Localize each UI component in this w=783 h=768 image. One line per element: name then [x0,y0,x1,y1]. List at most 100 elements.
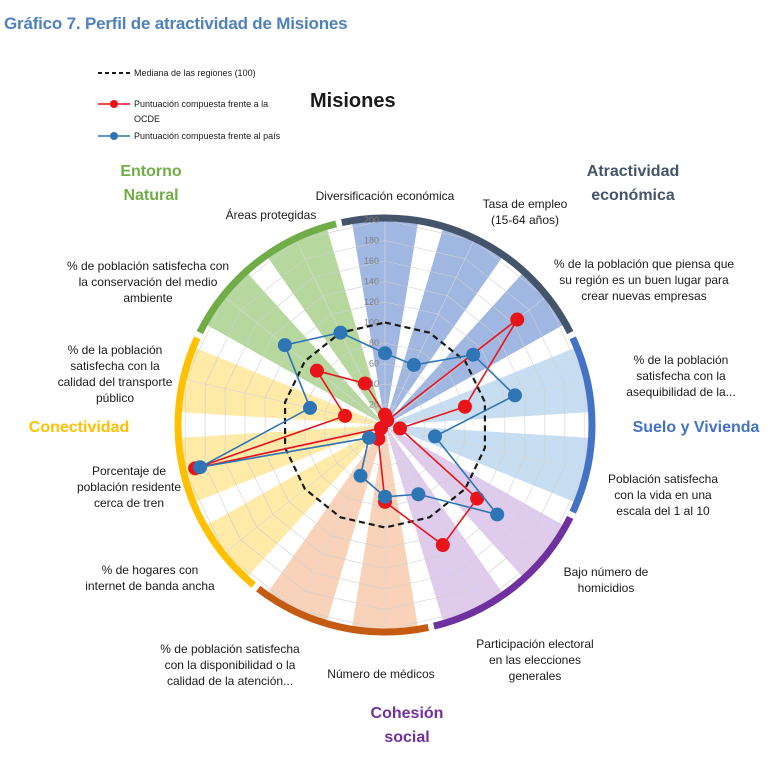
group-ring-arc [569,336,596,514]
category-band [388,347,590,425]
data-series [188,312,525,553]
series-point [510,312,525,327]
grid-spoke [384,379,585,426]
series-point [309,363,324,378]
category-band [386,228,503,422]
group-ring-arc [256,585,429,636]
spoke-label-line: escala del 1 al 10 [616,504,710,518]
group-ring-arc [433,515,574,630]
spoke-label-line: % de población satisfecha [160,642,300,656]
spoke-label: Tasa de empleo (15-64 años) [470,196,580,228]
spoke-label-line: la conservación del medio [78,275,218,289]
category-band [267,228,384,422]
radial-tick-label: 100 [364,318,379,328]
spoke-label-line: asequibilidad de la... [626,385,736,399]
spoke-label-line: satisfecha con la [636,369,726,383]
series-point [357,376,372,391]
spoke-label-line: cerca de tren [93,496,165,510]
spoke-label-line: % de población satisfecha con [66,259,230,273]
grid-spoke [224,296,386,426]
spoke-label: Porcentaje de población residente cerca de… [54,463,204,511]
group-label-line: Entorno [120,163,182,180]
group-ring-arc [341,214,574,335]
series-point [466,347,481,362]
spoke-label-line: (15-64 años) [490,213,560,227]
group-label-line: Natural [123,187,179,204]
series-point [470,491,485,506]
series-point [507,388,522,403]
group-label-line: Cohesión [370,705,444,722]
spoke-label-line: Porcentaje de [91,464,167,478]
grid-spoke [384,424,546,554]
spoke-label: Bajo número de homicidios [546,564,666,596]
spoke-label-line: población residente [76,480,182,494]
radial-tick-label: 200 [364,215,379,225]
legend-swatch-marker [110,132,118,140]
spoke-label-line: público [95,391,135,405]
spoke-label-line: calidad del transporte [57,375,173,389]
series-point [378,489,392,504]
radial-tick-label: 80 [369,338,379,348]
series-point [333,325,348,340]
chart-title: Misiones [310,90,396,112]
category-band [386,428,503,622]
legend-swatch-marker [110,100,118,108]
legend-label: Puntuación compuesta frente a la OCDE [134,99,269,124]
series-point [411,487,426,502]
spoke-label: Áreas protegidas [206,207,336,223]
spoke-label: Número de médicos [316,666,446,682]
radial-tick-label: 40 [369,379,379,389]
radial-tick-label: 20 [369,400,379,410]
spoke-label: % de hogares con internet de banda ancha [60,562,240,594]
page-title: Gráfico 7. Perfil de atractividad de Mis… [4,14,348,33]
series-line [283,321,487,529]
radial-tick-label: 180 [364,236,379,246]
category-band [180,347,382,425]
group-ring-arc [196,220,337,335]
series-point [303,400,318,415]
spoke-label: Población satisfecha con la vida en una es… [598,471,728,519]
spoke-label-line: con la vida en una [614,488,712,502]
spoke-label-line: % de hogares con [101,563,199,577]
series-point [378,346,392,361]
series-point [435,538,450,553]
spoke-label-line: homicidios [577,581,635,595]
series-point [457,399,472,414]
group-label-conectividad: Conectividad [14,416,144,440]
group-label-line: económica [591,187,675,204]
group-label-entorno: Entorno Natural [96,160,206,208]
spoke-label-line: generales [508,669,562,683]
spoke-label-line: con la disponibilidad o la [164,658,296,672]
group-ring [174,214,596,636]
spoke-label-line: Áreas protegidas [225,208,317,222]
series-point [361,430,376,445]
spoke-label-line: ambiente [123,291,173,305]
spoke-label-line: internet de banda ancha [85,579,215,593]
spoke-label-line: Población satisfecha [607,472,719,486]
spoke-label-line: en las elecciones [488,653,582,667]
radial-tick-label: 160 [364,256,379,266]
radial-tick-label: 120 [364,297,379,307]
group-label-line: Suelo y Vivienda [632,419,760,436]
group-ring-arc [174,336,256,588]
series-point [392,421,407,436]
legend-label: Puntuación compuesta frente al país [134,131,281,141]
legend-label: Mediana de las regiones (100) [134,68,256,78]
series-point [338,408,353,423]
radial-tick-label: 140 [364,277,379,287]
spoke-label: Diversificación económica [300,188,470,204]
series-point [353,468,368,483]
group-label-suelo: Suelo y Vivienda [626,416,766,440]
spoke-label-line: Diversificación económica [315,189,455,203]
spoke-label-line: Bajo número de [563,565,649,579]
spoke-label-line: Tasa de empleo [482,197,568,211]
spoke-label-line: % de la población [67,343,163,357]
series-point [406,357,421,372]
group-label-economica: Atractividad económica [568,160,698,208]
spoke-label-line: % de la población que piensa que [553,257,735,271]
